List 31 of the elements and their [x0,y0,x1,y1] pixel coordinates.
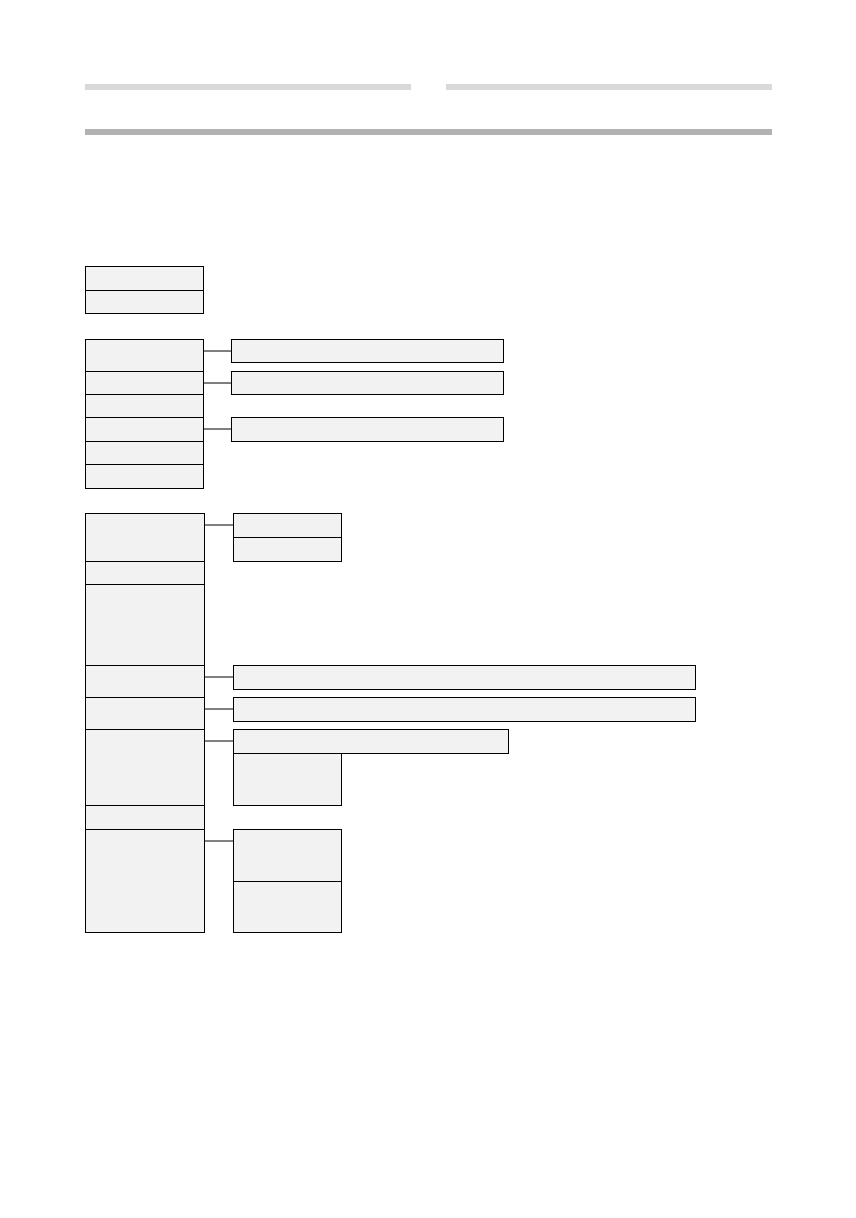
connector-line [204,676,234,678]
menu-box [231,417,504,442]
menu-box [85,266,204,291]
menu-box [85,394,204,418]
connector-line [203,350,232,352]
menu-box [233,665,696,690]
menu-box [231,371,504,395]
connector-line [203,428,232,430]
menu-box [233,513,342,538]
connector-line [204,840,234,842]
menu-box [233,697,696,722]
menu-box [233,729,509,754]
menu-box [85,441,204,465]
menu-box [85,417,204,442]
connector-line [203,382,232,384]
menu-box [233,881,342,933]
menu-box [85,665,205,698]
menu-box [233,537,342,562]
connector-line [204,740,234,742]
menu-box [85,561,205,585]
menu-box [231,339,504,363]
menu-box [233,753,342,806]
menu-box [85,805,205,830]
menu-box [85,290,204,314]
connector-line [204,708,234,710]
menu-box [233,829,342,882]
menu-box [85,339,204,372]
menu-box [85,371,204,395]
menu-box [85,464,204,489]
connector-line [204,524,234,526]
menu-box [85,697,205,730]
